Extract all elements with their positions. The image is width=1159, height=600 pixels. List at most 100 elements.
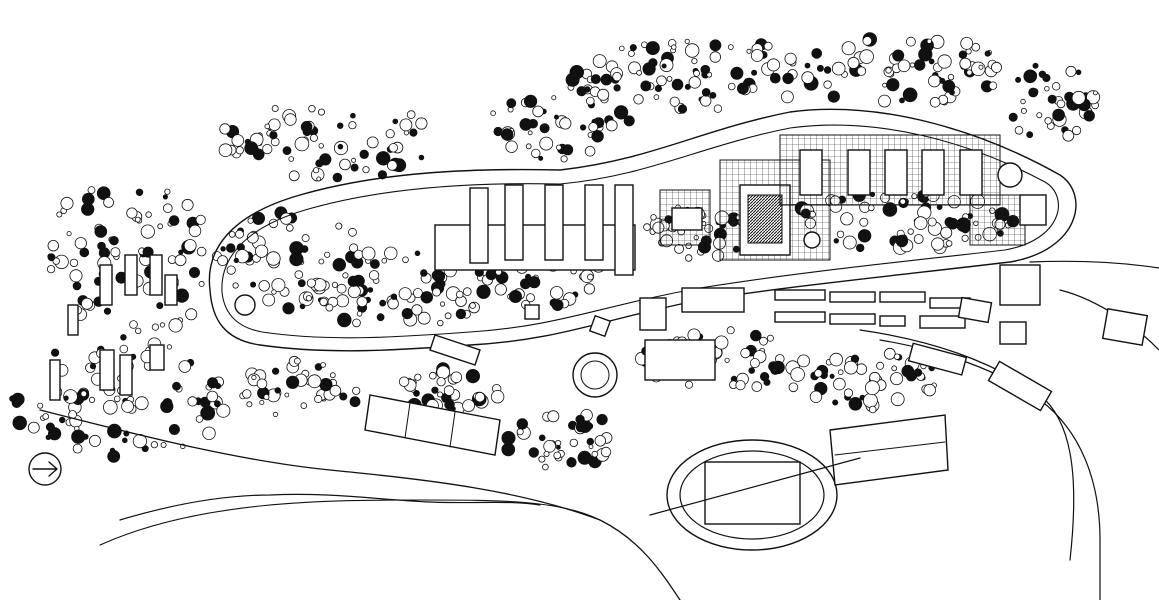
tree-mark: [413, 389, 420, 397]
tree-mark: [284, 392, 290, 398]
tree-mark: [1072, 125, 1082, 136]
tree-mark: [501, 442, 516, 457]
tree-mark: [294, 136, 310, 152]
tree-mark: [763, 378, 771, 386]
tree-mark: [782, 72, 794, 85]
tree-mark: [913, 368, 923, 377]
tree-mark: [129, 320, 138, 329]
tree-mark: [352, 386, 361, 395]
tree-mark: [285, 375, 300, 389]
tree-mark: [883, 347, 896, 360]
tree-mark: [319, 297, 328, 307]
tree-mark: [289, 252, 304, 267]
tree-mark: [444, 312, 452, 320]
tree-mark: [168, 318, 183, 333]
tree-mark: [284, 113, 297, 126]
tree-mark: [379, 299, 387, 307]
tree-mark: [945, 240, 953, 247]
tree-mark: [219, 123, 231, 135]
tree-mark: [462, 399, 476, 413]
tree-mark: [377, 170, 387, 180]
tree-mark: [730, 66, 744, 80]
tree-mark: [206, 390, 219, 403]
tree-mark: [103, 307, 112, 315]
tree-mark: [417, 311, 431, 325]
tree-mark: [414, 250, 421, 257]
tree-mark: [47, 239, 60, 252]
tree-mark: [539, 136, 554, 151]
tree-mark: [554, 114, 560, 120]
tree-mark: [228, 231, 236, 238]
tree-mark: [350, 163, 359, 172]
tree-mark: [359, 149, 369, 160]
tree-mark: [156, 302, 164, 310]
tree-mark: [709, 39, 722, 52]
tree-mark: [264, 123, 271, 130]
tree-mark: [568, 456, 575, 463]
tree-mark: [527, 130, 533, 136]
tree-mark: [538, 434, 546, 442]
tree-mark: [103, 196, 114, 208]
tree-mark: [669, 96, 680, 107]
tree-mark: [726, 326, 735, 335]
tree-mark: [666, 76, 673, 82]
tree-mark: [301, 234, 310, 243]
tree-mark: [1032, 62, 1039, 69]
tree-mark: [735, 380, 746, 391]
tree-mark: [700, 64, 711, 75]
tree-mark: [984, 50, 991, 57]
tree-mark: [829, 352, 843, 367]
tree-mark: [913, 216, 928, 230]
tree-mark: [592, 54, 607, 68]
shoreline: [119, 493, 541, 521]
tree-mark: [562, 144, 574, 156]
tree-mark: [402, 256, 409, 264]
tree-mark: [271, 289, 277, 295]
tree-mark: [178, 249, 184, 255]
tree-mark: [685, 254, 693, 262]
tree-mark: [299, 303, 306, 310]
tree-mark: [656, 75, 667, 87]
north-arrow-icon: [28, 452, 62, 486]
tree-mark: [246, 231, 259, 244]
tree-mark: [89, 434, 102, 447]
tree-mark: [833, 377, 846, 391]
tree-mark: [455, 290, 464, 299]
tree-mark: [790, 367, 805, 382]
tree-mark: [119, 344, 129, 354]
tree-mark: [645, 41, 660, 56]
tree-mark: [856, 243, 865, 253]
tree-mark: [308, 104, 316, 113]
tree-mark: [501, 128, 514, 141]
tree-mark: [832, 399, 839, 406]
tree-mark: [305, 295, 312, 302]
tree-mark: [476, 284, 491, 299]
tree-mark: [709, 92, 717, 99]
tree-mark: [769, 72, 781, 84]
tree-mark: [332, 172, 343, 183]
tree-mark: [909, 62, 916, 68]
tree-mark: [671, 78, 684, 91]
tree-mark: [168, 215, 180, 226]
tree-mark: [414, 373, 422, 381]
tree-mark: [246, 401, 253, 408]
tree-mark: [490, 390, 505, 404]
tree-mark: [386, 160, 398, 171]
tree-mark: [306, 278, 316, 288]
tree-mark: [913, 234, 924, 244]
tree-mark: [1015, 76, 1022, 83]
tree-mark: [166, 344, 172, 350]
tree-mark: [159, 322, 165, 328]
tree-mark: [569, 64, 585, 80]
tree-mark: [902, 87, 918, 103]
tree-mark: [288, 156, 295, 162]
tree-mark: [314, 394, 323, 404]
tree-mark: [929, 97, 941, 108]
tree-mark: [244, 141, 259, 156]
tree-mark: [398, 376, 410, 387]
tree-mark: [45, 434, 51, 440]
tree-mark: [195, 415, 204, 423]
tree-mark: [947, 73, 955, 81]
tree-mark: [317, 108, 325, 116]
tree-mark: [439, 301, 446, 307]
